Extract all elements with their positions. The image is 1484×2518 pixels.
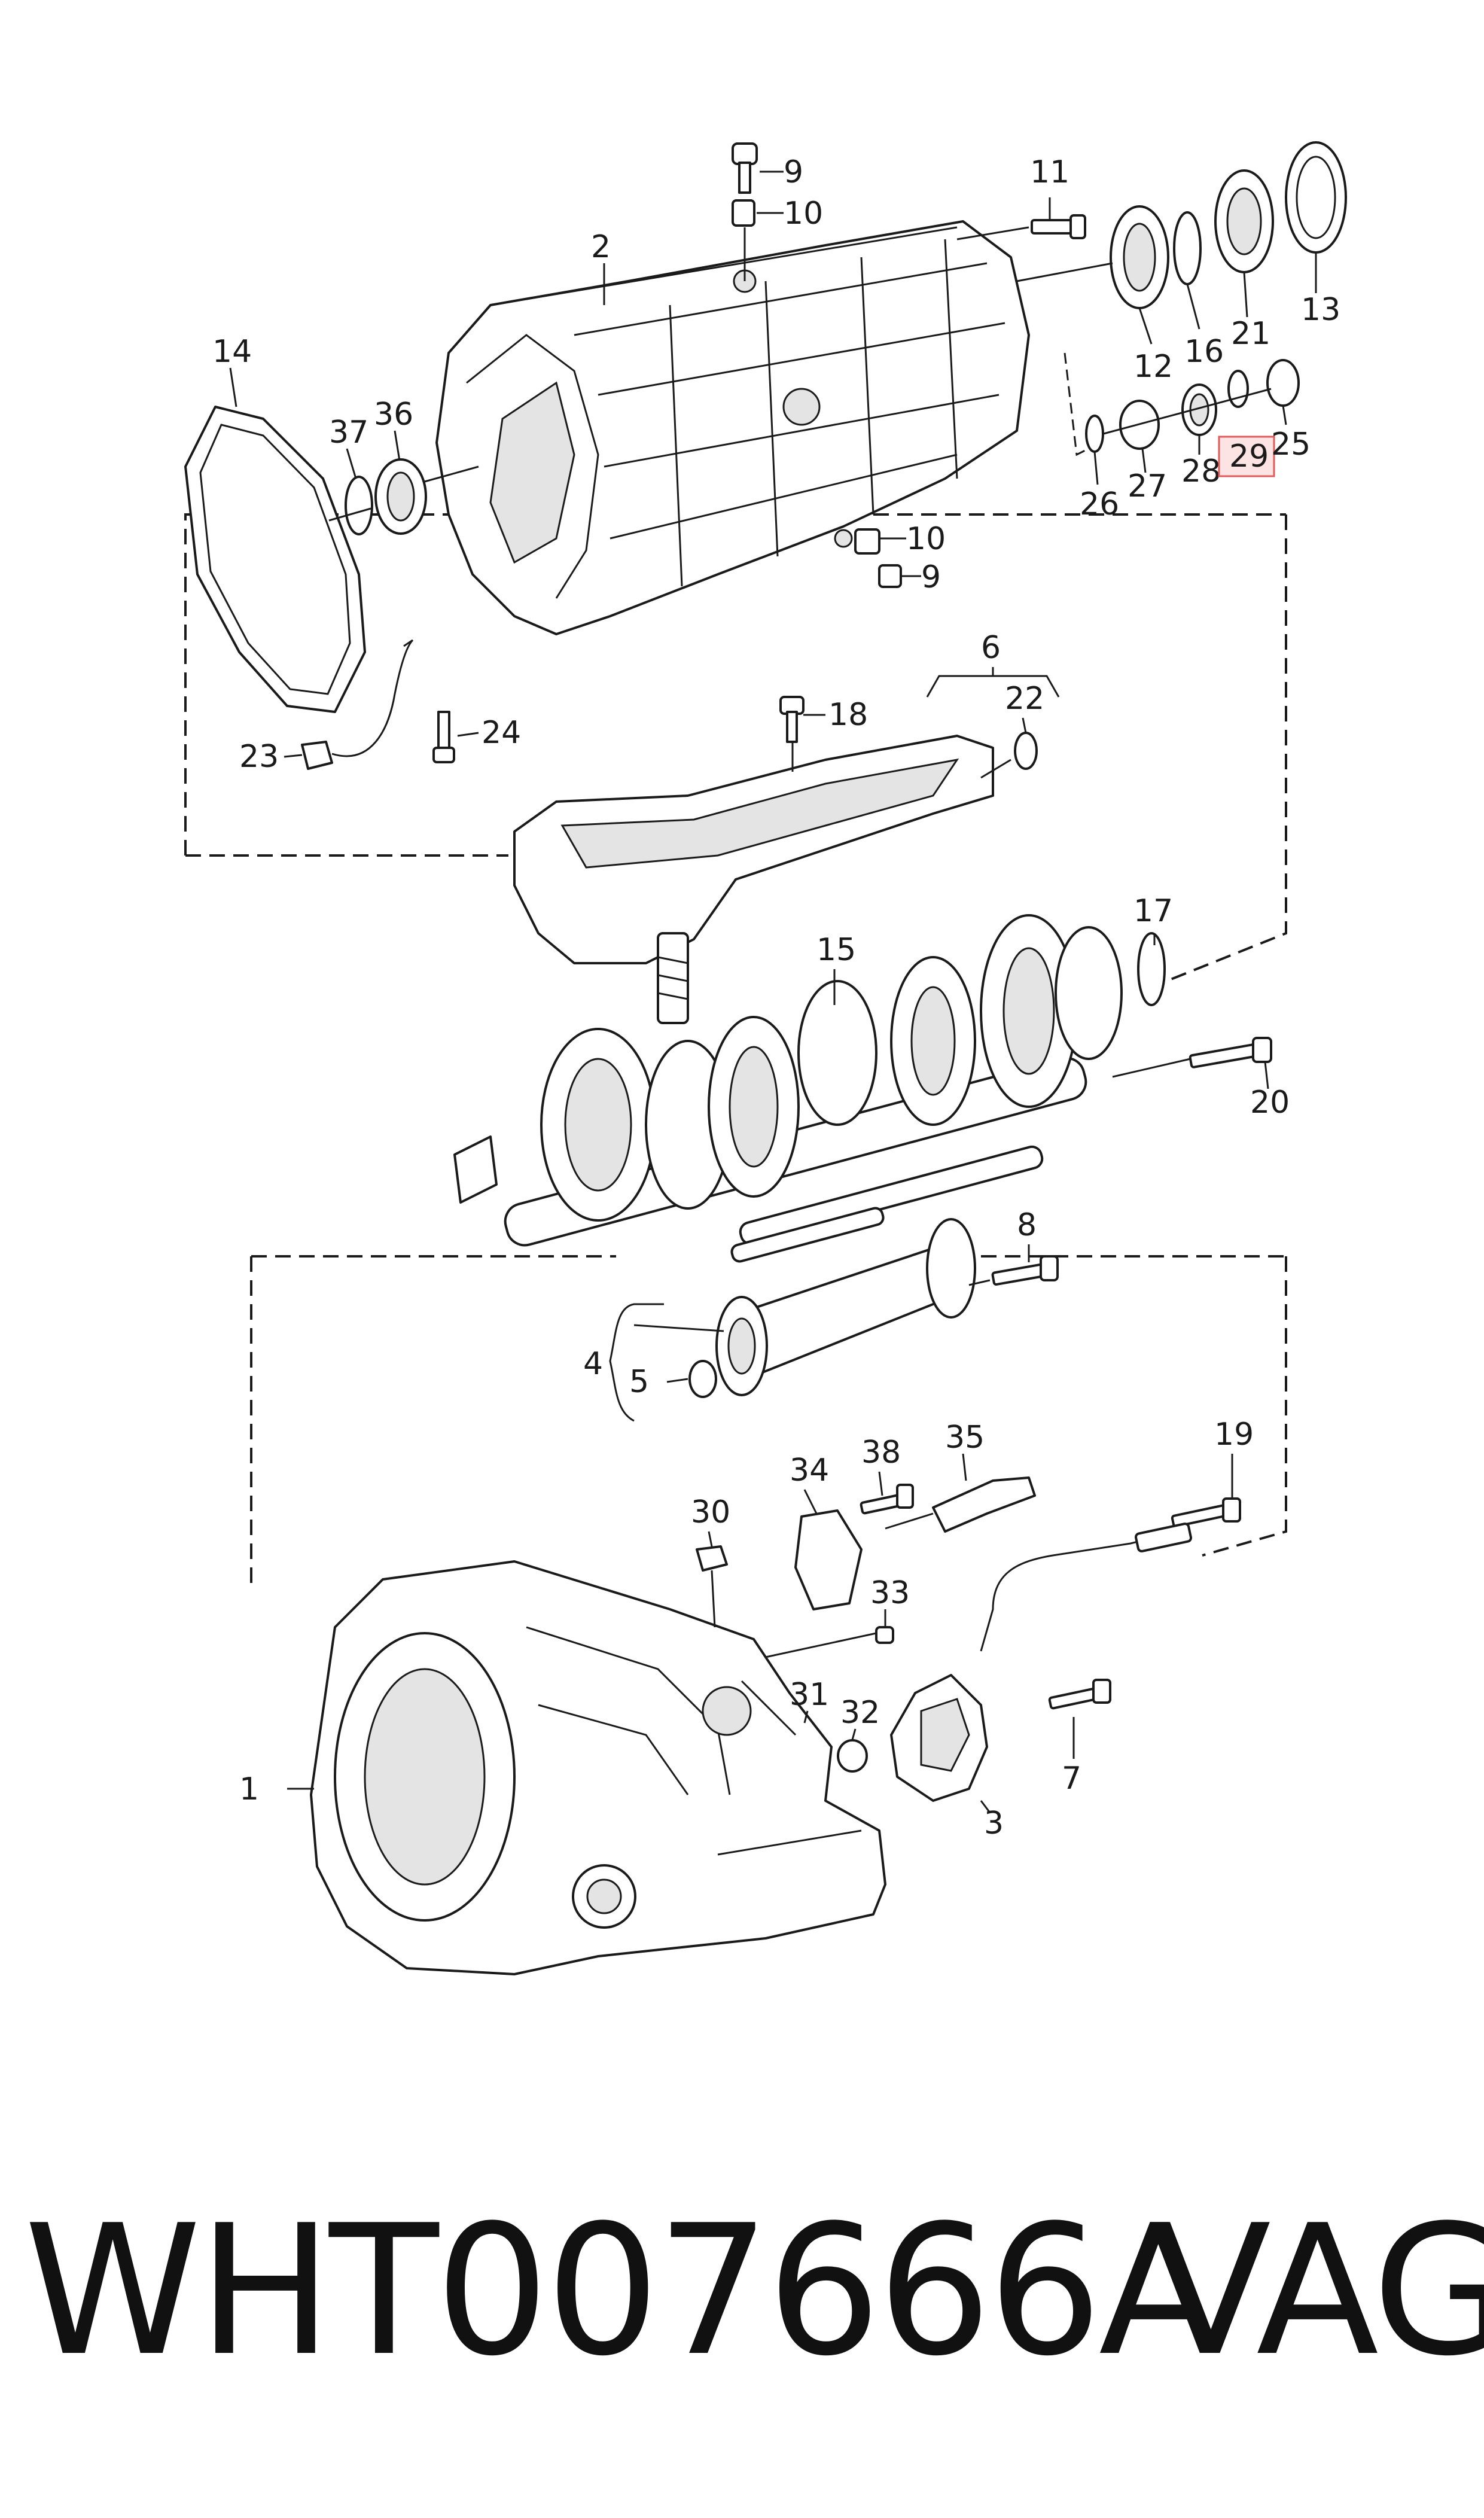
seal-25 [1266, 359, 1300, 407]
bolt-19 [1171, 1497, 1241, 1528]
callout-29-highlight: 29 [1218, 436, 1275, 477]
o-ring-22 [1014, 732, 1038, 770]
callout-9-lower: 9 [921, 559, 941, 595]
callout-labels: 9 10 11 2 12 16 21 13 14 37 36 26 27 28 … [212, 154, 1340, 1841]
callout-28: 28 [1181, 453, 1221, 489]
callout-4: 4 [583, 1346, 603, 1382]
bolt-7 [1048, 1679, 1111, 1710]
callout-12: 12 [1133, 349, 1173, 385]
sleeve-10-top [732, 199, 755, 227]
callout-23: 23 [239, 739, 279, 775]
callout-1: 1 [239, 1771, 259, 1807]
part-number-text: WHT007666A [24, 2187, 1221, 2395]
callout-8: 8 [1017, 1207, 1037, 1243]
callout-16: 16 [1184, 334, 1224, 370]
bolt-18 [779, 696, 805, 743]
seal-13 [1285, 141, 1347, 254]
callout-38: 38 [861, 1435, 901, 1470]
callout-10-top: 10 [784, 196, 823, 232]
transmission-housing [435, 220, 1030, 635]
leader-lines [229, 170, 1317, 1813]
bearing-28 [1181, 383, 1217, 436]
brand-text: VAG [1148, 2187, 1484, 2395]
bolt-38 [860, 1484, 914, 1515]
callout-10-lower: 10 [906, 521, 946, 557]
bolt-11 [1031, 214, 1086, 239]
callout-24: 24 [482, 715, 521, 751]
selector-3 [890, 1674, 988, 1802]
filter-4 [715, 1218, 976, 1396]
callout-37: 37 [329, 415, 368, 450]
circlip-17 [1137, 932, 1166, 1006]
callout-2: 2 [591, 229, 611, 265]
callout-5: 5 [629, 1364, 649, 1400]
bolt-9-lower [878, 564, 902, 588]
callout-27: 27 [1128, 468, 1167, 504]
callout-32: 32 [840, 1695, 880, 1731]
bolt-9-top [732, 142, 758, 194]
callout-35: 35 [945, 1420, 985, 1456]
callout-20: 20 [1250, 1085, 1290, 1121]
circlip-29 [1227, 370, 1249, 408]
callout-17: 17 [1133, 893, 1173, 929]
callout-21: 21 [1231, 316, 1270, 352]
gear-cluster-15 [453, 914, 1123, 1263]
callout-25: 25 [1271, 427, 1311, 462]
bolt-8 [991, 1255, 1059, 1286]
callout-3: 3 [984, 1805, 1004, 1841]
valve-body-6 [513, 735, 994, 1024]
callout-14: 14 [212, 334, 252, 370]
callout-26: 26 [1080, 486, 1119, 522]
seal-32 [837, 1739, 868, 1773]
plug-30 [696, 1545, 728, 1572]
linkage-35 [885, 1476, 1036, 1533]
callout-11: 11 [1030, 154, 1069, 190]
callout-36: 36 [374, 397, 413, 433]
transmission-case-1 [310, 1560, 886, 1975]
circlip-16 [1173, 211, 1202, 285]
callout-22: 22 [1005, 681, 1044, 717]
sensor-23 [301, 639, 414, 770]
sleeve-10-lower [854, 528, 880, 555]
circlip-26 [1085, 415, 1104, 453]
callout-33: 33 [870, 1575, 910, 1611]
callout-19: 19 [1214, 1417, 1254, 1453]
callout-31: 31 [790, 1677, 829, 1713]
callout-13: 13 [1301, 292, 1340, 328]
seal-5 [688, 1360, 717, 1398]
callout-6: 6 [981, 630, 1001, 666]
callout-18: 18 [828, 697, 868, 733]
bolt-20 [1189, 1037, 1272, 1068]
bracket-34 [794, 1509, 863, 1610]
seal-21 [1214, 169, 1274, 273]
bearing-12 [1110, 205, 1169, 309]
cable-shift [980, 1523, 1193, 1652]
callout-29: 29 [1229, 439, 1269, 474]
callout-34: 34 [790, 1453, 829, 1488]
bearing-36 [374, 458, 427, 535]
cover-gasket [184, 406, 366, 713]
circlip-37 [345, 476, 373, 535]
callout-9-top: 9 [784, 154, 803, 190]
bolt-24 [432, 711, 455, 763]
callout-30: 30 [691, 1494, 730, 1530]
callout-7: 7 [1062, 1761, 1081, 1797]
callout-15: 15 [816, 932, 856, 968]
sleeve-33 [875, 1626, 894, 1644]
